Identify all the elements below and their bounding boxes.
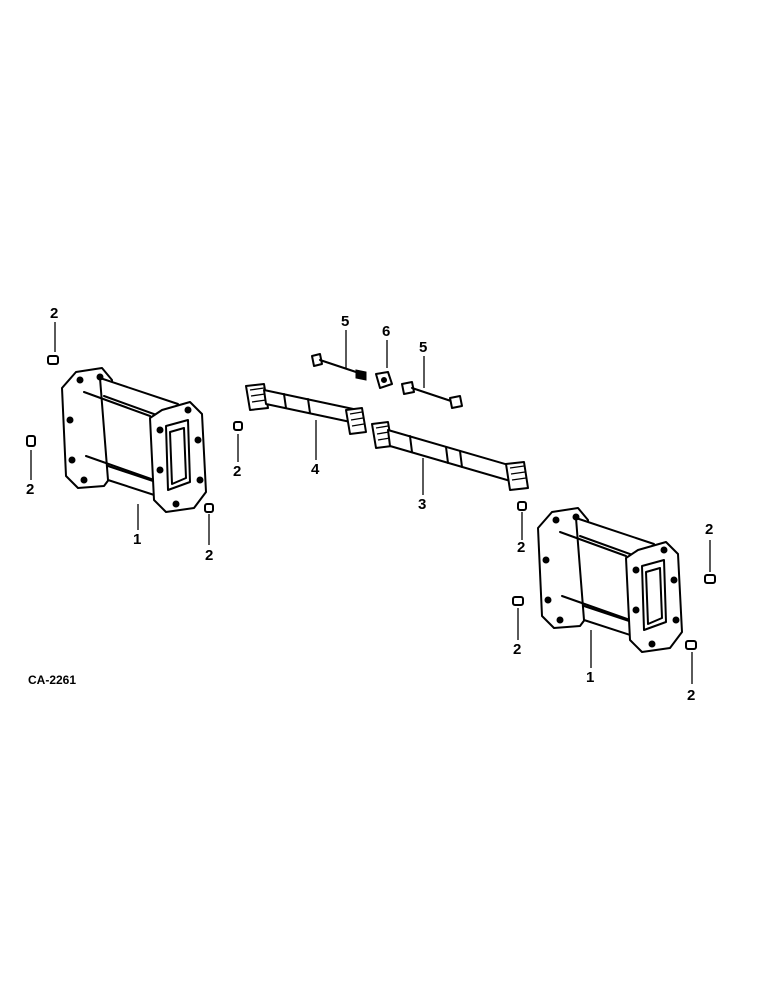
callout-2-dowel-left-front: 2: [233, 463, 242, 480]
nut: [375, 371, 393, 389]
callout-2-dowel-left-bottom: 2: [205, 547, 214, 564]
short-shaft: [245, 383, 367, 435]
callout-2-dowel-far-right: 2: [705, 521, 714, 538]
callout-2-dowel-right-top: 2: [517, 539, 526, 556]
callout-2-dowel-left: 2: [26, 481, 35, 498]
dowel-pins: [26, 355, 716, 650]
callout-4-short-shaft: 4: [311, 461, 320, 478]
bolt-left: [311, 353, 367, 381]
figure-code: CA-2261: [28, 673, 77, 687]
leader-lines: [30, 322, 711, 684]
long-shaft: [371, 421, 529, 491]
callout-2-dowel-right-left: 2: [513, 641, 522, 658]
bolt-right: [401, 381, 463, 409]
callout-6-nut: 6: [382, 323, 391, 340]
callout-3-long-shaft: 3: [418, 496, 427, 513]
callout-2-dowel-top-left: 2: [50, 305, 59, 322]
callout-5-bolt-left: 5: [341, 313, 350, 330]
left-housing: [61, 367, 207, 513]
callout-1-right-housing: 1: [586, 669, 595, 686]
callout-5-bolt-right: 5: [419, 339, 428, 356]
callout-2-dowel-right-bottom: 2: [687, 687, 696, 704]
right-housing: [537, 507, 683, 653]
callout-1-left-housing: 1: [133, 531, 142, 548]
